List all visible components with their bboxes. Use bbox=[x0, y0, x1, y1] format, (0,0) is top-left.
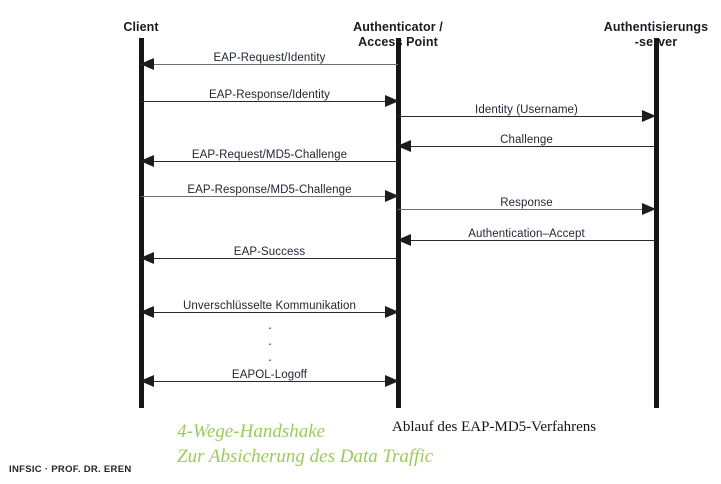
message-line bbox=[398, 116, 655, 118]
message-label: Challenge bbox=[500, 134, 553, 146]
arrowhead-right-icon bbox=[385, 189, 399, 202]
message-label: EAP-Request/Identity bbox=[213, 52, 326, 64]
message-eap-request-md5-challenge: EAP-Request/MD5-Challenge bbox=[140, 149, 398, 172]
continuation-dot: · bbox=[267, 336, 273, 351]
caption-green-line2-text: Zur Absicherung des Data Traffic bbox=[177, 446, 434, 467]
message-line bbox=[141, 101, 398, 103]
arrowhead-left-icon bbox=[140, 251, 154, 264]
continuation-dot: · bbox=[267, 352, 273, 367]
arrowhead-right-icon bbox=[385, 374, 399, 387]
message-label: EAPOL-Logoff bbox=[231, 369, 308, 381]
message-label: EAP-Response/MD5-Challenge bbox=[187, 184, 352, 196]
message-challenge: Challenge bbox=[397, 134, 655, 157]
message-eapol-logoff: EAPOL-Logoff bbox=[140, 369, 399, 392]
arrowhead-right-icon bbox=[642, 109, 656, 122]
arrowhead-left-icon bbox=[397, 233, 411, 246]
continuation-dots: · · · bbox=[235, 320, 305, 368]
message-line bbox=[141, 64, 398, 66]
caption-diagram-title: Ablauf des EAP-MD5-Verfahrens bbox=[392, 419, 596, 436]
message-line bbox=[398, 146, 655, 148]
actor-header-client: Client bbox=[86, 5, 196, 35]
actor-header-server: Authentisierungs -server bbox=[576, 5, 721, 50]
arrowhead-right-icon bbox=[642, 202, 656, 215]
actor-label-client: Client bbox=[123, 20, 159, 34]
caption-green-line2: Zur Absicherung des Data Traffic bbox=[177, 444, 433, 469]
message-label: Unverschlüsselte Kommunikation bbox=[182, 300, 357, 312]
message-identity-username: Identity (Username) bbox=[398, 104, 656, 127]
arrowhead-left-icon bbox=[140, 57, 154, 70]
message-label: Identity (Username) bbox=[475, 104, 578, 116]
message-unverschluesselte-kommunikation: Unverschlüsselte Kommunikation bbox=[140, 300, 399, 323]
message-line bbox=[141, 196, 398, 198]
message-line bbox=[398, 240, 655, 242]
message-line bbox=[141, 161, 398, 163]
footer-credit: INFSIC · PROF. DR. EREN bbox=[9, 464, 132, 475]
arrowhead-right-icon bbox=[385, 94, 399, 107]
message-authentication-accept: Authentication–Accept bbox=[397, 228, 655, 251]
actor-label-authenticator: Authenticator / Access Point bbox=[353, 20, 443, 49]
message-label: Response bbox=[500, 197, 553, 209]
arrowhead-right-icon bbox=[385, 305, 399, 318]
footer-credit-text: INFSIC · PROF. DR. EREN bbox=[9, 464, 132, 475]
message-eap-success: EAP-Success bbox=[140, 246, 398, 269]
message-response: Response bbox=[398, 197, 656, 220]
message-eap-response-identity: EAP-Response/Identity bbox=[141, 89, 399, 112]
message-label: Authentication–Accept bbox=[468, 228, 585, 240]
message-line bbox=[141, 258, 398, 260]
message-eap-response-md5-challenge: EAP-Response/MD5-Challenge bbox=[141, 184, 399, 207]
message-line bbox=[141, 381, 398, 383]
message-label: EAP-Request/MD5-Challenge bbox=[191, 149, 348, 161]
lifeline-client bbox=[139, 38, 144, 408]
message-eap-request-identity: EAP-Request/Identity bbox=[140, 52, 398, 75]
lifeline-authenticator bbox=[396, 38, 401, 408]
continuation-dot: · bbox=[267, 320, 273, 335]
actor-header-authenticator: Authenticator / Access Point bbox=[328, 5, 468, 50]
caption-green-line1: 4-Wege-Handshake bbox=[177, 419, 325, 444]
arrowhead-left-icon bbox=[140, 374, 154, 387]
caption-green-line1-text: 4-Wege-Handshake bbox=[177, 421, 326, 442]
message-label: EAP-Response/Identity bbox=[209, 89, 330, 101]
message-line bbox=[398, 209, 655, 211]
lifeline-server bbox=[654, 38, 659, 408]
arrowhead-left-icon bbox=[397, 139, 411, 152]
arrowhead-left-icon bbox=[140, 305, 154, 318]
message-line bbox=[141, 312, 398, 314]
caption-diagram-title-text: Ablauf des EAP-MD5-Verfahrens bbox=[392, 419, 597, 435]
arrowhead-left-icon bbox=[140, 154, 154, 167]
message-label: EAP-Success bbox=[233, 246, 306, 258]
